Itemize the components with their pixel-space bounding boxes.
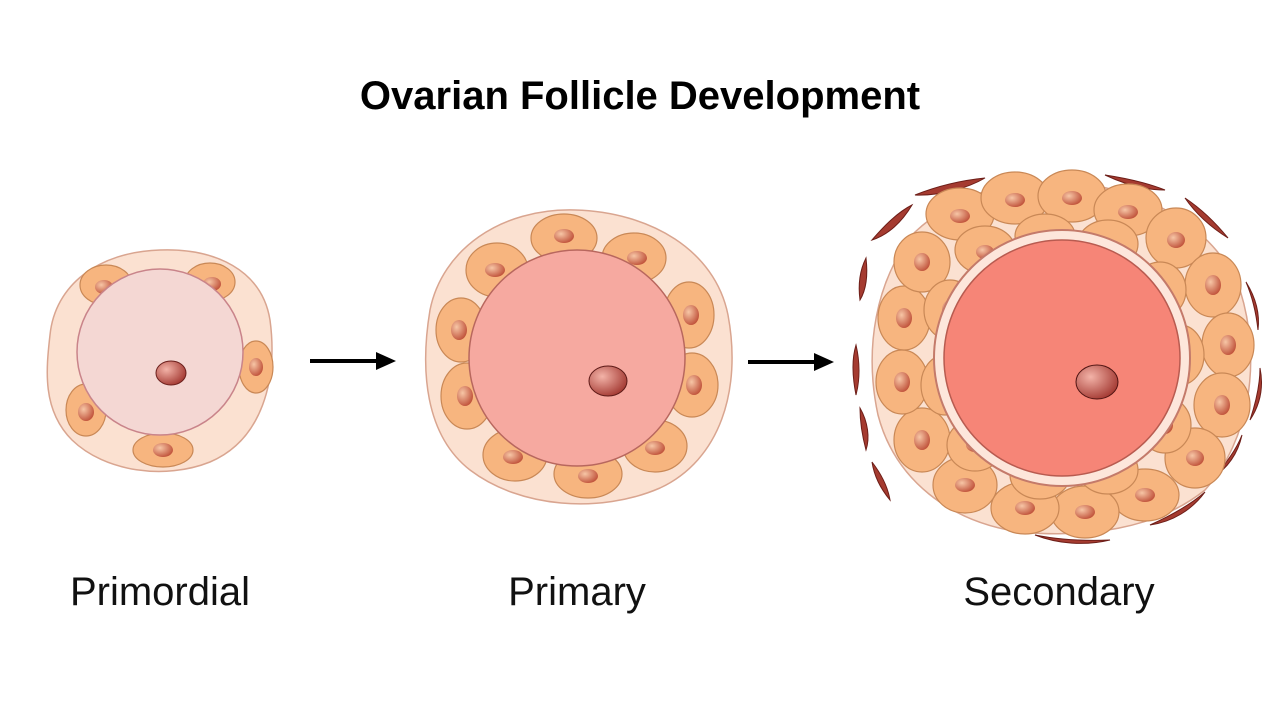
secondary-oocyte [943,239,1181,477]
primordial-granulosa-cells [65,262,274,468]
primary-oocyte-nucleus [588,365,628,397]
granulosa-cell [1184,252,1242,318]
primordial-oocyte [76,268,244,436]
primary-follicle [424,209,733,505]
granulosa-cell [1037,169,1107,223]
arrow-2 [748,353,834,371]
stage-label-primary: Primary [508,570,646,614]
granulosa-cell [1201,312,1255,378]
granulosa-cell [1145,207,1207,269]
granulosa-cell [877,285,931,351]
granulosa-cell [893,231,951,293]
stage-label-primordial: Primordial [69,570,251,614]
granulosa-cell [238,340,274,394]
arrow-1 [310,352,396,370]
granulosa-cell [893,407,951,473]
granulosa-cell [875,349,929,415]
theca-cells [852,174,1263,544]
granulosa-cell [1193,372,1251,438]
secondary-follicle [852,169,1263,544]
secondary-oocyte-nucleus [1075,364,1119,400]
primordial-follicle [46,249,274,473]
diagram-title: Ovarian Follicle Development [359,74,921,118]
primary-oocyte [468,249,686,467]
stage-label-secondary: Secondary [963,570,1155,614]
granulosa-cell [980,171,1050,225]
primordial-oocyte-nucleus [155,360,187,386]
granulosa-cell [132,432,194,468]
